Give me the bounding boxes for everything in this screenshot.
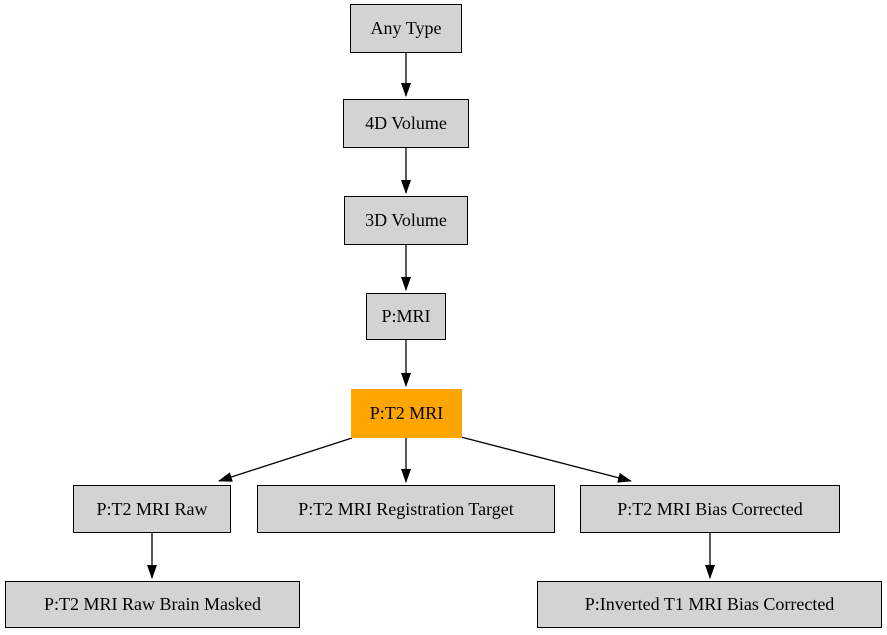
node-p-t2-mri-registration-target: P:T2 MRI Registration Target	[257, 485, 555, 533]
edge-p-t2-mri-to-p-t2-mri-bias-corrected	[460, 436, 632, 483]
node-3d-volume: 3D Volume	[344, 196, 468, 245]
node-p-t2-mri: P:T2 MRI	[351, 389, 462, 438]
edge-p-t2-mri-to-p-t2-mri-raw	[218, 437, 353, 482]
node-p-mri: P:MRI	[366, 293, 446, 340]
node-4d-volume: 4D Volume	[343, 99, 469, 148]
node-p-t2-mri-raw-brain-masked: P:T2 MRI Raw Brain Masked	[5, 581, 300, 628]
node-p-inverted-t1-mri-bias-corrected: P:Inverted T1 MRI Bias Corrected	[537, 581, 882, 628]
node-p-t2-mri-bias-corrected: P:T2 MRI Bias Corrected	[580, 485, 840, 533]
node-p-t2-mri-raw: P:T2 MRI Raw	[73, 485, 231, 533]
node-any-type: Any Type	[350, 4, 462, 53]
